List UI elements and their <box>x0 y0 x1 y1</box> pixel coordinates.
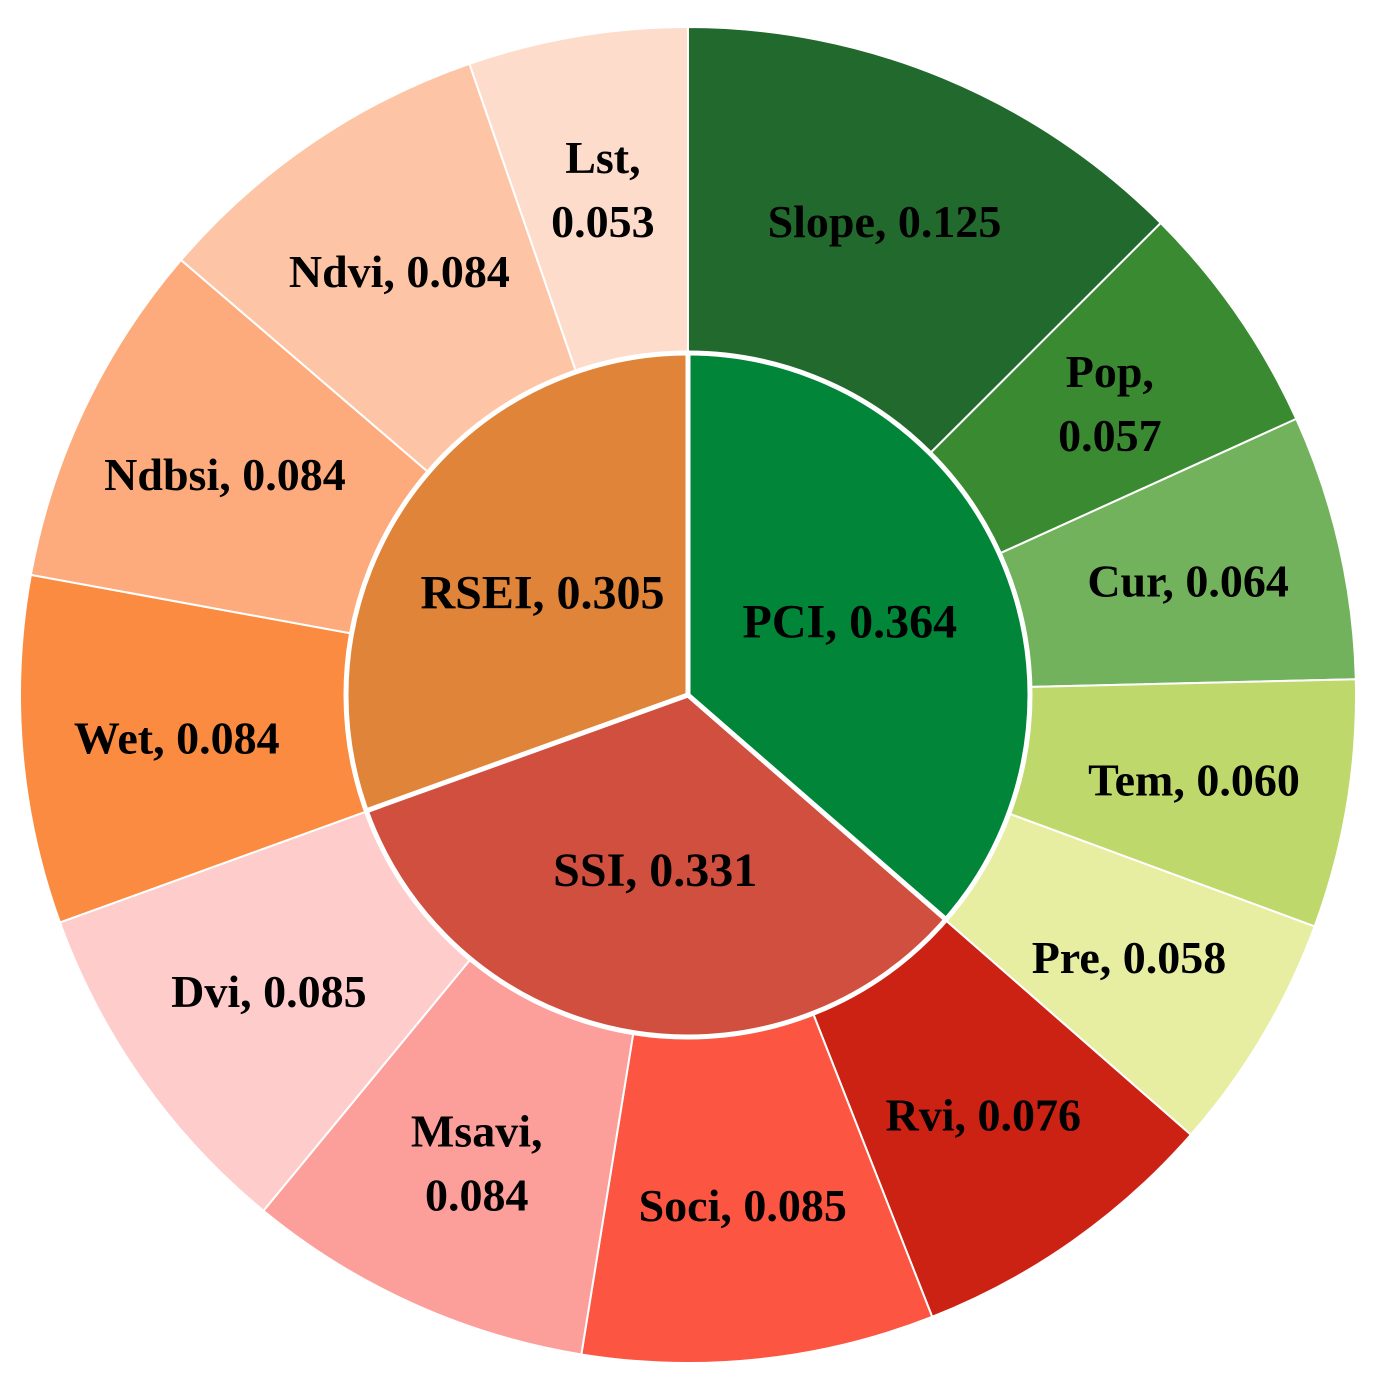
inner-divider <box>686 693 948 922</box>
outer-label-cur: Cur, 0.064 <box>1087 556 1289 607</box>
outer-label-tem: Tem, 0.060 <box>1088 754 1300 805</box>
inner-divider <box>365 692 689 814</box>
outer-label-lst-line-1: Lst, <box>565 132 640 183</box>
outer-label-dvi: Dvi, 0.085 <box>171 966 367 1017</box>
outer-label-lst-line-2: 0.053 <box>551 196 655 247</box>
inner-ring <box>343 350 1033 1040</box>
inner-segment-pci <box>688 353 1030 920</box>
outer-label-pop-line-1: Pop, <box>1066 346 1154 397</box>
outer-label-rvi: Rvi, 0.076 <box>885 1090 1081 1141</box>
outer-label-wet: Wet, 0.084 <box>74 713 280 764</box>
inner-label-rsei: RSEI, 0.305 <box>420 567 664 620</box>
inner-segment-ssi <box>366 695 946 1037</box>
outer-label-ndbsi: Ndbsi, 0.084 <box>104 449 346 500</box>
outer-label-msavi-line-2: 0.084 <box>425 1169 529 1220</box>
outer-label-soci: Soci, 0.085 <box>639 1180 847 1231</box>
outer-label-pop-line-2: 0.057 <box>1058 410 1162 461</box>
outer-label-msavi-line-1: Msavi, <box>411 1105 543 1156</box>
outer-label-pre: Pre, 0.058 <box>1032 932 1227 983</box>
inner-label-ssi: SSI, 0.331 <box>553 844 757 897</box>
inner-label-pci: PCI, 0.364 <box>743 595 958 648</box>
outer-label-slope: Slope, 0.125 <box>768 196 1002 247</box>
outer-label-ndvi: Ndvi, 0.084 <box>289 246 510 297</box>
inner-border <box>343 350 1033 1040</box>
inner-segment-rsei <box>345 353 688 811</box>
